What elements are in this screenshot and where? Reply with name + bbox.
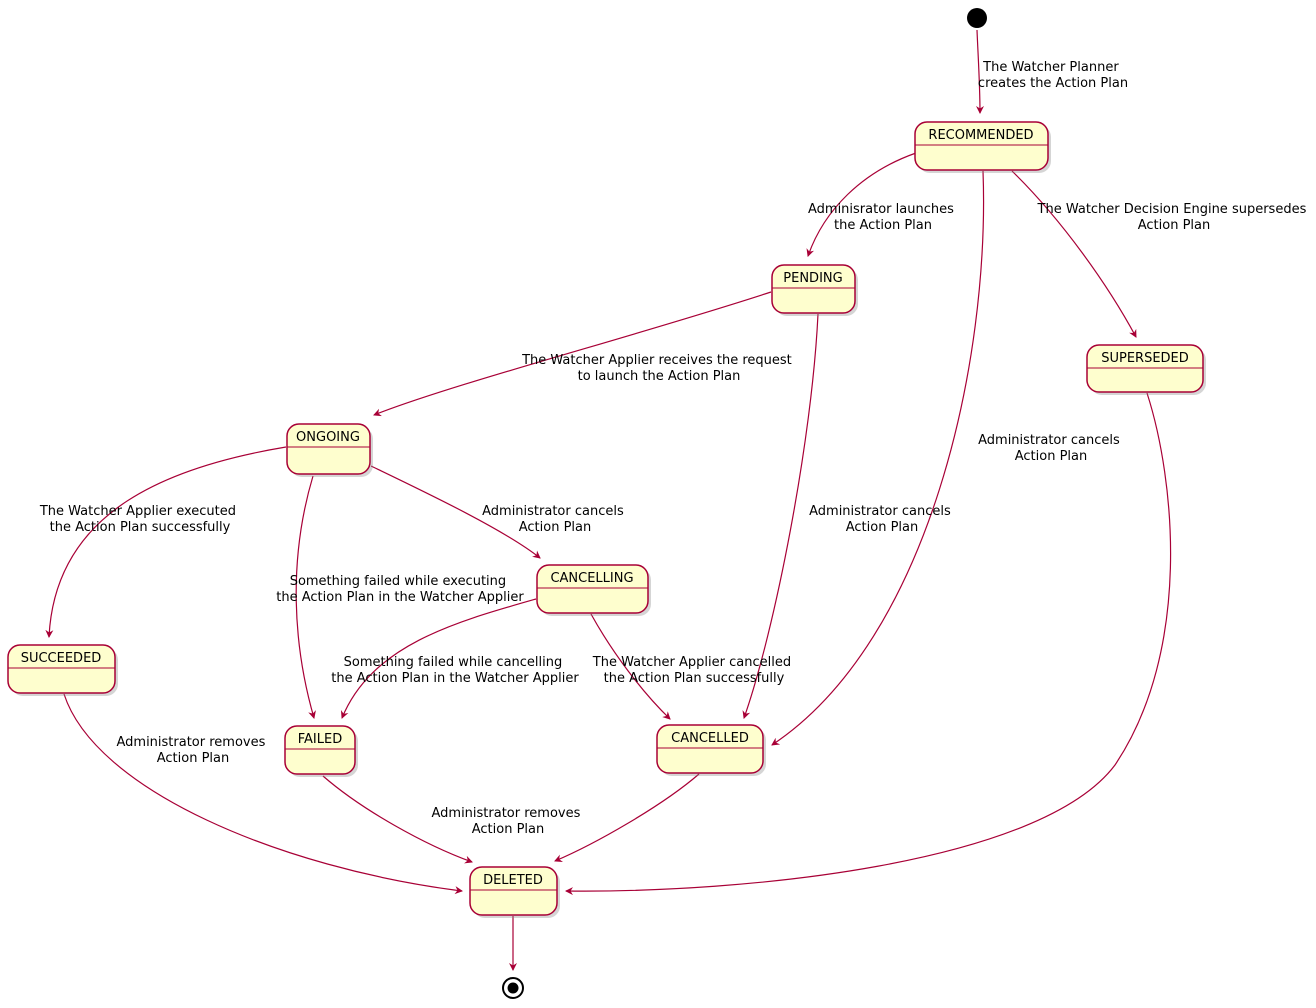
edge-ongoing-to-succeeded xyxy=(45,446,287,638)
label-ongoing-to-failed: Something failed while executing the Act… xyxy=(276,574,524,605)
label-line: Action Plan xyxy=(519,520,592,535)
state-superseded-label: SUPERSEDED xyxy=(1101,351,1189,366)
state-failed-label: FAILED xyxy=(298,732,342,747)
edge-recommended-to-cancelled xyxy=(771,170,985,746)
state-box xyxy=(284,725,356,775)
state-cancelling-label: CANCELLING xyxy=(550,571,633,586)
label-line: The Watcher Decision Engine supersedes xyxy=(1037,202,1307,217)
label-line: the Action Plan successfully xyxy=(50,520,231,535)
label-line: The Watcher Applier cancelled xyxy=(592,655,791,670)
state-box xyxy=(7,644,116,694)
label-line: Action Plan xyxy=(1015,449,1088,464)
label-line: Something failed while executing xyxy=(290,574,506,589)
state-box xyxy=(536,564,649,614)
state-deleted-label: DELETED xyxy=(483,873,543,888)
label-succeeded-to-deleted: Administrator removes Action Plan xyxy=(116,735,269,766)
edge-pending-to-cancelled xyxy=(742,313,819,719)
initial-state-dot xyxy=(967,8,987,28)
edge-ongoing-to-failed xyxy=(295,475,316,719)
label-line: the Action Plan in the Watcher Applier xyxy=(331,671,579,686)
state-failed: FAILED xyxy=(284,725,358,777)
edge-cancelling-to-cancelled xyxy=(590,613,671,720)
label-line: Something failed while cancelling xyxy=(344,655,563,670)
state-cancelling: CANCELLING xyxy=(536,564,651,616)
transition-labels: The Watcher Planner creates the Action P… xyxy=(39,60,1311,837)
edge-superseded-to-deleted xyxy=(565,392,1172,896)
state-cancelled-label: CANCELLED xyxy=(671,731,749,746)
state-box xyxy=(771,264,856,314)
label-line: Action Plan xyxy=(1138,218,1211,233)
label-line: the Action Plan xyxy=(834,218,932,233)
label-ongoing-to-cancelling: Administrator cancels Action Plan xyxy=(482,504,628,535)
label-line: Administrator cancels xyxy=(482,504,624,519)
transitions xyxy=(45,29,1172,971)
state-pending: PENDING xyxy=(771,264,858,316)
state-box xyxy=(914,121,1049,171)
label-line: The Watcher Applier executed xyxy=(39,504,236,519)
edge-succeeded-to-deleted xyxy=(63,693,463,895)
label-line: Action Plan xyxy=(472,822,545,837)
initial-state xyxy=(967,8,987,28)
label-line: The Watcher Applier receives the request xyxy=(521,353,792,368)
state-ongoing: ONGOING xyxy=(286,423,373,477)
edge-recommended-to-superseded xyxy=(1011,170,1137,338)
label-line: Administrator cancels xyxy=(978,433,1120,448)
state-deleted: DELETED xyxy=(469,866,560,918)
label-line: Administrator removes xyxy=(116,735,265,750)
label-line: to launch the Action Plan xyxy=(578,369,741,384)
state-ongoing-label: ONGOING xyxy=(296,430,360,445)
label-cancelling-to-failed: Something failed while cancelling the Ac… xyxy=(331,655,579,686)
state-cancelled: CANCELLED xyxy=(656,724,766,776)
label-pending-to-cancelled: Administrator cancels Action Plan xyxy=(809,504,955,535)
edge-init-to-recommended xyxy=(975,29,984,114)
label-ongoing-to-succeeded: The Watcher Applier executed the Action … xyxy=(39,504,240,535)
state-box xyxy=(656,724,764,774)
edge-ongoing-to-cancelling xyxy=(370,465,541,559)
edge-cancelled-to-deleted xyxy=(554,773,700,862)
label-line: creates the Action Plan xyxy=(978,76,1128,91)
label-line: Adminisrator launches xyxy=(808,202,954,217)
label-init-to-recommended: The Watcher Planner creates the Action P… xyxy=(978,60,1128,91)
state-box xyxy=(469,866,558,916)
state-pending-label: PENDING xyxy=(783,271,842,286)
state-succeeded-label: SUCCEEDED xyxy=(21,651,102,666)
label-line: Action Plan xyxy=(846,520,919,535)
edge-failed-to-deleted xyxy=(322,775,473,864)
edge-recommended-to-pending xyxy=(806,152,917,257)
state-recommended: RECOMMENDED xyxy=(914,121,1051,173)
label-line: Administrator cancels xyxy=(809,504,951,519)
label-line: the Action Plan successfully xyxy=(604,671,785,686)
label-failed-to-deleted: Administrator removes Action Plan xyxy=(431,806,584,837)
state-box xyxy=(286,423,371,475)
label-pending-to-ongoing: The Watcher Applier receives the request… xyxy=(521,353,796,384)
label-line: the Action Plan in the Watcher Applier xyxy=(276,590,524,605)
edge-cancelling-to-failed xyxy=(340,598,537,719)
label-recommended-to-cancelled: Administrator cancels Action Plan xyxy=(978,433,1124,464)
edge-pending-to-ongoing xyxy=(373,291,772,417)
label-line: Administrator removes xyxy=(431,806,580,821)
label-line: Action Plan xyxy=(157,751,230,766)
state-succeeded: SUCCEEDED xyxy=(7,644,118,696)
label-cancelling-to-cancelled: The Watcher Applier cancelled the Action… xyxy=(592,655,795,686)
label-recommended-to-pending: Adminisrator launches the Action Plan xyxy=(808,202,958,233)
label-line: The Watcher Planner xyxy=(982,60,1119,75)
final-state xyxy=(502,977,524,999)
final-state-dot xyxy=(507,982,519,994)
state-superseded: SUPERSEDED xyxy=(1086,344,1206,395)
state-recommended-label: RECOMMENDED xyxy=(928,128,1033,143)
label-recommended-to-superseded: The Watcher Decision Engine supersedes A… xyxy=(1037,202,1311,233)
